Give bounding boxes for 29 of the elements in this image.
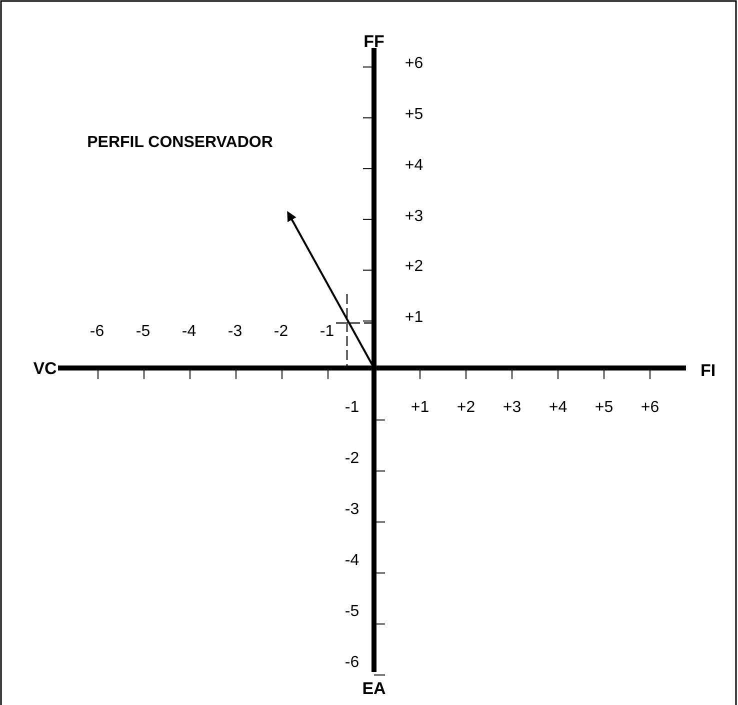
tick-label: +5	[404, 106, 424, 124]
tick-label: +6	[640, 399, 660, 417]
tick-label: +6	[404, 55, 424, 73]
tick-label: -6	[344, 654, 360, 672]
tick-label: +2	[456, 399, 476, 417]
axis-label: EA	[362, 679, 386, 699]
tick-label: +2	[404, 258, 424, 276]
tick-label: +5	[594, 399, 614, 417]
tick-label: -4	[344, 552, 360, 570]
axis-label: FI	[700, 361, 716, 381]
tick-label: -3	[344, 501, 360, 519]
tick-label: +3	[404, 208, 424, 226]
tick-label: -2	[344, 450, 360, 468]
tick-label: -5	[136, 323, 150, 341]
tick-label: -1	[320, 323, 334, 341]
tick-label: -1	[344, 399, 360, 417]
axis-label: VC	[33, 359, 57, 379]
tick-label: -3	[228, 323, 242, 341]
tick-label: +1	[404, 309, 424, 327]
tick-label: -2	[274, 323, 288, 341]
tick-label: -4	[182, 323, 196, 341]
tick-label: +4	[548, 399, 568, 417]
axis-label: FF	[364, 32, 384, 52]
tick-label: +1	[410, 399, 430, 417]
tick-label: -6	[90, 323, 104, 341]
profile-label: PERFIL CONSERVADOR	[87, 134, 273, 152]
tick-label: -5	[344, 603, 360, 621]
tick-label: +4	[404, 157, 424, 175]
tick-label: +3	[502, 399, 522, 417]
